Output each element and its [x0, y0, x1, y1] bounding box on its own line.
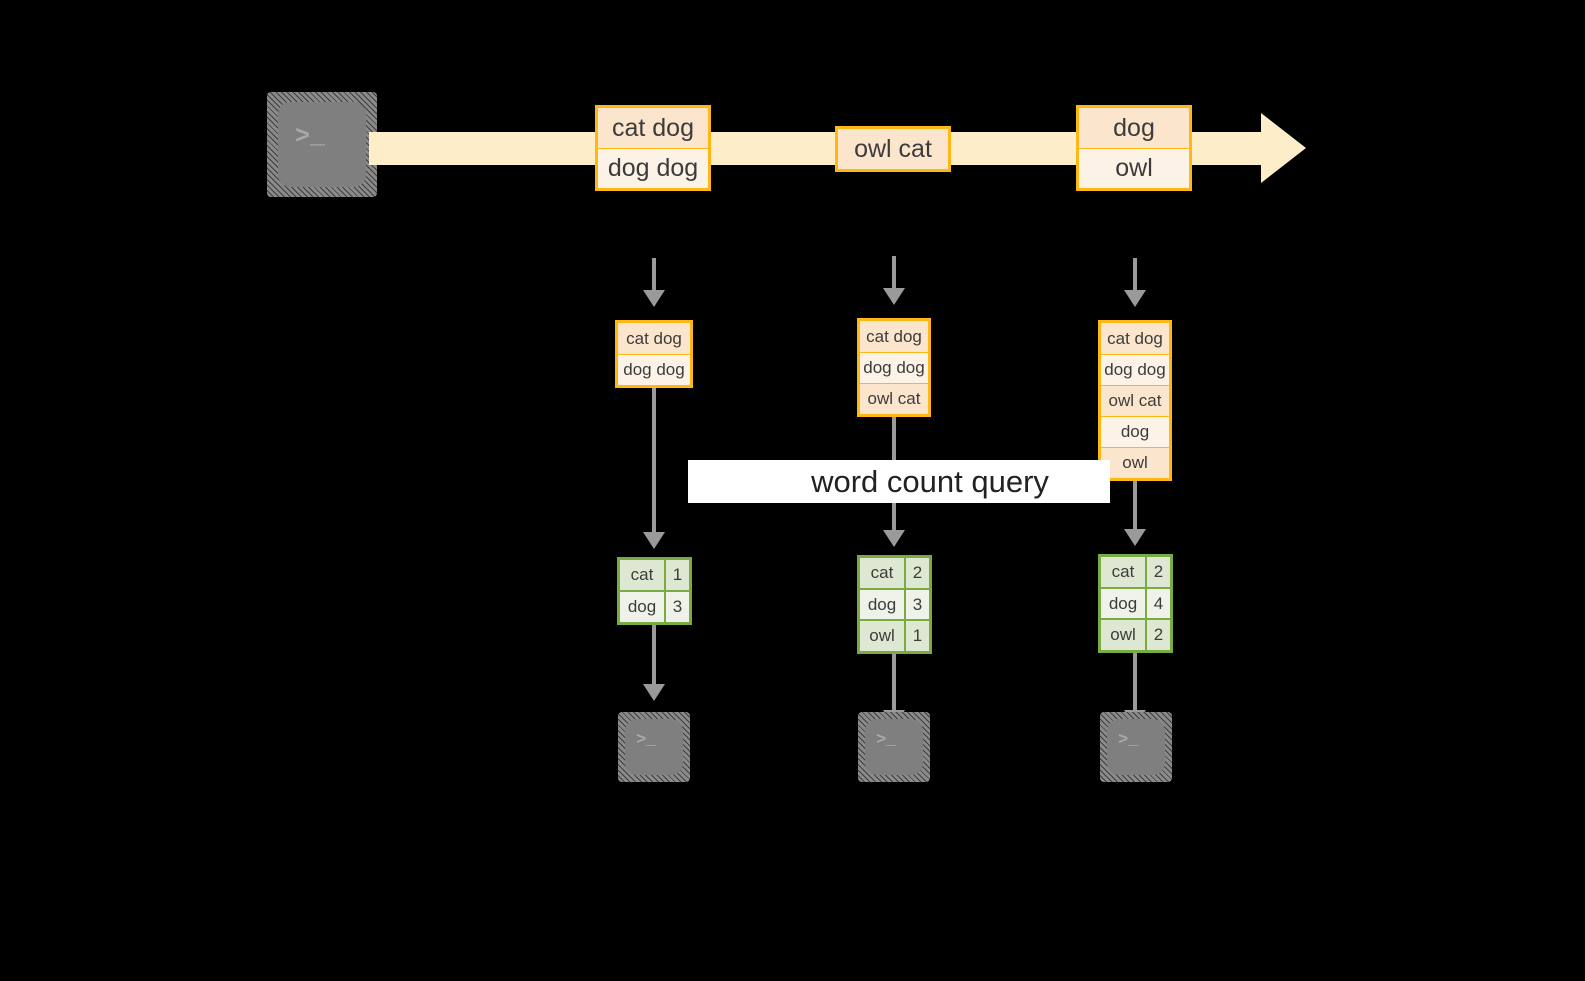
- table-row: dog 4: [1101, 586, 1170, 619]
- batch-feed-arrowhead-2: [883, 288, 905, 305]
- batch-input-line: dog: [1101, 416, 1169, 447]
- sink-terminal-icon-1: >_: [618, 712, 690, 782]
- batch-input-box-2: cat dog dog dog owl cat: [857, 318, 931, 417]
- batch-input-line: dog dog: [1101, 354, 1169, 385]
- batch-input-line: cat dog: [1101, 323, 1169, 354]
- terminal-face: [278, 102, 366, 187]
- batch-input-line: owl cat: [1101, 385, 1169, 416]
- result-to-sink-line-2: [892, 654, 896, 714]
- stream-event-box-1: cat dog dog dog: [595, 105, 711, 191]
- batch-feed-arrowhead-1: [643, 290, 665, 307]
- terminal-prompt-icon: >_: [876, 731, 897, 750]
- batch-feed-line-3: [1133, 258, 1137, 292]
- result-count: 3: [904, 589, 929, 620]
- table-row: cat 2: [860, 558, 929, 588]
- result-word: dog: [1108, 593, 1138, 613]
- result-count: 1: [664, 560, 689, 590]
- result-table-3: cat 2 dog 4 owl 2: [1098, 554, 1173, 653]
- table-row: owl 1: [860, 619, 929, 652]
- result-word: cat: [1111, 561, 1135, 581]
- event-line: owl: [1079, 148, 1189, 188]
- result-word: owl: [869, 626, 895, 646]
- result-count: 2: [1145, 557, 1170, 587]
- batch-to-result-line-3: [1133, 481, 1137, 533]
- sink-terminal-icon-3: >_: [1100, 712, 1172, 782]
- result-word: cat: [870, 562, 894, 582]
- event-line: dog: [1079, 108, 1189, 148]
- result-word: cat: [630, 565, 654, 584]
- sink-terminal-icon-2: >_: [858, 712, 930, 782]
- result-word: dog: [867, 594, 897, 614]
- result-to-sink-arrowhead-1: [643, 684, 665, 701]
- batch-to-result-arrowhead-3: [1124, 529, 1146, 546]
- batch-input-box-3: cat dog dog dog owl cat dog owl: [1098, 320, 1172, 481]
- query-label-text: word count query: [811, 463, 1049, 499]
- terminal-face: [1107, 719, 1165, 775]
- batch-feed-line-2: [892, 256, 896, 290]
- event-line: dog dog: [598, 148, 708, 188]
- batch-to-result-line-1: [652, 388, 656, 536]
- terminal-prompt-icon: >_: [1118, 731, 1139, 750]
- stream-arrow-head: [1261, 113, 1309, 183]
- result-count: 2: [904, 558, 929, 588]
- terminal-prompt-icon: >_: [636, 731, 657, 750]
- result-count: 4: [1145, 588, 1170, 619]
- batch-input-box-1: cat dog dog dog: [615, 320, 693, 388]
- event-line: owl cat: [838, 129, 948, 169]
- result-count: 3: [664, 592, 689, 622]
- terminal-face: [625, 719, 683, 775]
- batch-input-line: dog dog: [860, 352, 928, 383]
- stream-event-box-3: dog owl: [1076, 105, 1192, 191]
- batch-input-line: cat dog: [860, 321, 928, 352]
- table-row: owl 2: [1101, 618, 1170, 651]
- batch-feed-arrowhead-3: [1124, 290, 1146, 307]
- result-word: dog: [627, 597, 657, 616]
- batch-feed-line-1: [652, 258, 656, 292]
- result-table-2: cat 2 dog 3 owl 1: [857, 555, 932, 654]
- source-terminal-icon: >_: [267, 92, 377, 197]
- table-row: cat 2: [1101, 557, 1170, 587]
- terminal-face: [865, 719, 923, 775]
- table-row: dog 3: [620, 590, 689, 622]
- result-count: 2: [1145, 620, 1170, 651]
- batch-to-result-arrowhead-2: [883, 530, 905, 547]
- batch-input-line: owl cat: [860, 383, 928, 414]
- result-to-sink-line-3: [1133, 653, 1137, 714]
- table-row: cat 1: [620, 560, 689, 590]
- batch-input-line: cat dog: [618, 323, 690, 354]
- result-table-1: cat 1 dog 3: [617, 557, 692, 625]
- terminal-prompt-icon: >_: [295, 122, 326, 151]
- batch-to-result-arrowhead-1: [643, 532, 665, 549]
- batch-input-line: dog dog: [618, 354, 690, 385]
- table-row: dog 3: [860, 587, 929, 620]
- query-label-band: word count query: [688, 460, 1110, 503]
- result-word: owl: [1110, 625, 1136, 645]
- batch-input-line: owl: [1101, 447, 1169, 478]
- result-to-sink-line-1: [652, 625, 656, 688]
- result-count: 1: [904, 621, 929, 652]
- stream-event-box-2: owl cat: [835, 126, 951, 172]
- event-line: cat dog: [598, 108, 708, 148]
